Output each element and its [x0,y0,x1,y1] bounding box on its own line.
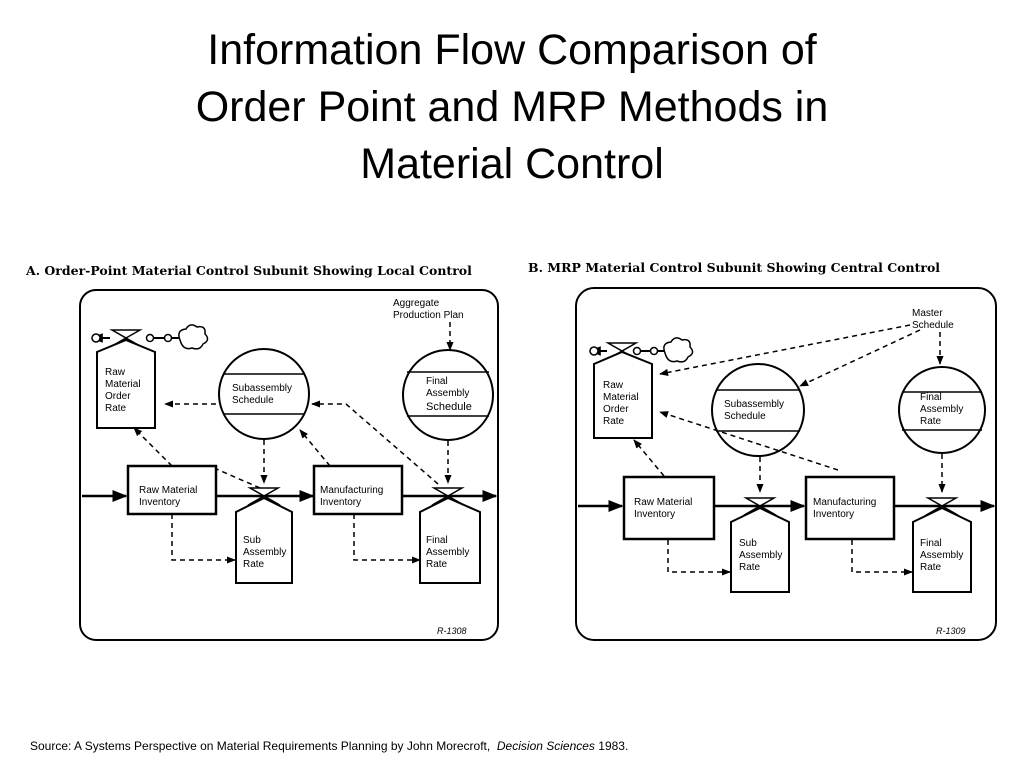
sub-assembly-rate-b-l1: Sub [739,538,757,549]
manufacturing-inventory-a [312,464,404,516]
sub-assembly-rate-b [730,506,790,593]
aggregate-plan-label-1: Aggregate [393,298,440,309]
final-assembly-schedule-b-l2: Assembly [920,404,963,415]
raw-inventory-a-l2: Inventory [139,497,180,508]
final-assembly-rate-a-l2: Assembly [426,547,469,558]
raw-inventory-a-l1: Raw Material [139,485,197,496]
panel-a-ref: R-1308 [437,626,467,636]
sub-assembly-rate-a-l3: Rate [243,559,265,570]
subassembly-schedule-b-l2: Schedule [724,411,766,422]
raw-inventory-b-l2: Inventory [634,509,675,520]
final-assembly-rate-b [912,506,972,593]
raw-order-rate-a-l3: Order [105,391,131,402]
final-assembly-schedule-b [898,366,986,454]
raw-order-rate-a-l1: Raw [105,367,126,378]
title-line-2: Order Point and MRP Methods in [195,83,829,131]
title-line-3: Material Control [360,140,664,188]
raw-order-rate-a-l4: Rate [105,403,127,414]
sub-assembly-rate-a [235,496,293,584]
panel-b-frame [575,287,997,641]
source-cloud-b [663,337,694,363]
final-assembly-schedule-a-l2: Assembly [426,388,469,399]
panel-a-frame [79,289,499,641]
raw-order-rate-b-l3: Order [603,404,629,415]
subassembly-schedule-b-l1: Subassembly [724,399,784,410]
final-assembly-schedule-b-l3: Rate [920,416,942,427]
final-assembly-schedule-a-l1: Final [426,376,448,387]
master-schedule-label-1: Master [912,308,943,319]
raw-order-rate-b [593,350,653,439]
final-assembly-rate-b-l1: Final [920,538,942,549]
manufacturing-inventory-b [804,475,896,541]
panel-b-ref: R-1309 [936,626,966,636]
title-line-1: Information Flow Comparison of [207,26,817,74]
source-prefix: Source: A Systems Perspective on Materia… [30,739,491,753]
final-assembly-rate-b-l3: Rate [920,562,942,573]
sub-assembly-rate-b-l2: Assembly [739,550,782,561]
subassembly-schedule-a-l2: Schedule [232,395,274,406]
subassembly-schedule-b [711,363,805,457]
raw-inventory-b-l1: Raw Material [634,497,692,508]
subassembly-schedule-a-l1: Subassembly [232,383,292,394]
manufacturing-inventory-b-l2: Inventory [813,509,854,520]
raw-order-rate-b-l4: Rate [603,416,625,427]
source-year: 1983. [598,739,629,753]
source-journal: Decision Sciences [496,739,595,753]
master-schedule-label-2: Schedule [912,320,954,331]
manufacturing-inventory-a-l2: Inventory [320,497,361,508]
final-assembly-rate-b-l2: Assembly [920,550,963,561]
panel-a-title: A. Order-Point Material Control Subunit … [25,263,472,278]
source-citation: Source: A Systems Perspective on Materia… [30,739,628,753]
aggregate-plan-label-2: Production Plan [393,310,464,321]
sub-assembly-rate-a-l2: Assembly [243,547,286,558]
slide-title: Information Flow Comparison of Order Poi… [0,22,1024,193]
panel-b: B. MRP Material Control Subunit Showing … [528,260,997,641]
raw-inventory-b [622,475,716,541]
final-assembly-rate-a [419,496,481,584]
subassembly-schedule-a [218,348,310,440]
manufacturing-inventory-a-l1: Manufacturing [320,485,383,496]
raw-inventory-a [126,464,218,516]
final-assembly-schedule-b-l1: Final [920,392,942,403]
raw-order-rate-a [96,338,156,429]
panel-b-title: B. MRP Material Control Subunit Showing … [528,260,940,275]
final-assembly-rate-a-l3: Rate [426,559,448,570]
raw-order-rate-b-l2: Material [603,392,639,403]
final-assembly-rate-a-l1: Final [426,535,448,546]
sub-assembly-rate-a-l1: Sub [243,535,261,546]
raw-order-rate-a-l2: Material [105,379,141,390]
final-assembly-schedule-a-l3: Schedule [426,401,472,413]
sub-assembly-rate-b-l3: Rate [739,562,761,573]
panel-a: A. Order-Point Material Control Subunit … [25,263,499,641]
manufacturing-inventory-b-l1: Manufacturing [813,497,876,508]
raw-order-rate-b-l1: Raw [603,380,624,391]
source-cloud-a [178,324,209,350]
